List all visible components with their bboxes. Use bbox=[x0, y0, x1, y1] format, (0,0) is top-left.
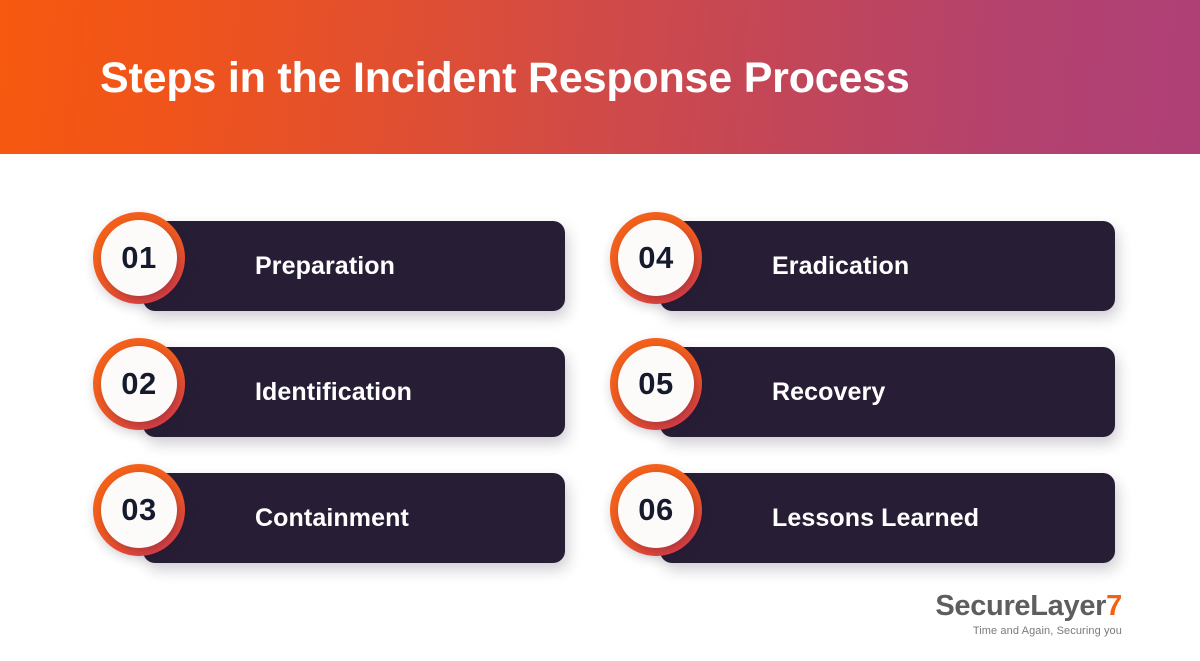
header-banner: Steps in the Incident Response Process bbox=[0, 0, 1200, 154]
step-item-04[interactable]: Eradication 04 bbox=[610, 212, 1115, 338]
step-card: Recovery bbox=[660, 347, 1115, 437]
step-label: Identification bbox=[255, 378, 412, 406]
step-badge: 02 bbox=[101, 346, 177, 422]
step-label: Containment bbox=[255, 504, 409, 532]
step-card: Eradication bbox=[660, 221, 1115, 311]
step-number: 06 bbox=[638, 492, 674, 527]
logo-name: SecureLayer bbox=[935, 590, 1107, 622]
step-number: 05 bbox=[638, 366, 674, 401]
step-number: 04 bbox=[638, 240, 674, 275]
step-badge: 03 bbox=[101, 472, 177, 548]
step-item-06[interactable]: Lessons Learned 06 bbox=[610, 464, 1115, 590]
step-number: 02 bbox=[121, 366, 157, 401]
step-card: Containment bbox=[143, 473, 565, 563]
logo-seven: 7 bbox=[1106, 590, 1122, 622]
brand-logo: SecureLayer7 Time and Again, Securing yo… bbox=[862, 590, 1122, 639]
step-number: 03 bbox=[121, 492, 157, 527]
steps-container: Preparation 01 Identification 02 Contain… bbox=[0, 154, 1200, 661]
step-label: Preparation bbox=[255, 252, 396, 280]
step-badge: 05 bbox=[618, 346, 694, 422]
logo-tagline: Time and Again, Securing you bbox=[972, 625, 1122, 637]
step-card: Lessons Learned bbox=[660, 473, 1115, 563]
step-badge: 01 bbox=[101, 220, 177, 296]
step-card: Identification bbox=[143, 347, 565, 437]
step-badge: 04 bbox=[618, 220, 694, 296]
step-label: Lessons Learned bbox=[772, 504, 980, 532]
step-item-02[interactable]: Identification 02 bbox=[93, 338, 565, 464]
logo-wordmark: SecureLayer7 bbox=[862, 590, 1122, 622]
step-label: Recovery bbox=[772, 378, 886, 406]
page-title: Steps in the Incident Response Process bbox=[100, 54, 910, 102]
step-badge: 06 bbox=[618, 472, 694, 548]
step-label: Eradication bbox=[772, 252, 910, 280]
step-card: Preparation bbox=[143, 221, 565, 311]
step-item-01[interactable]: Preparation 01 bbox=[93, 212, 565, 338]
step-item-05[interactable]: Recovery 05 bbox=[610, 338, 1115, 464]
step-item-03[interactable]: Containment 03 bbox=[93, 464, 565, 590]
step-number: 01 bbox=[121, 240, 157, 275]
